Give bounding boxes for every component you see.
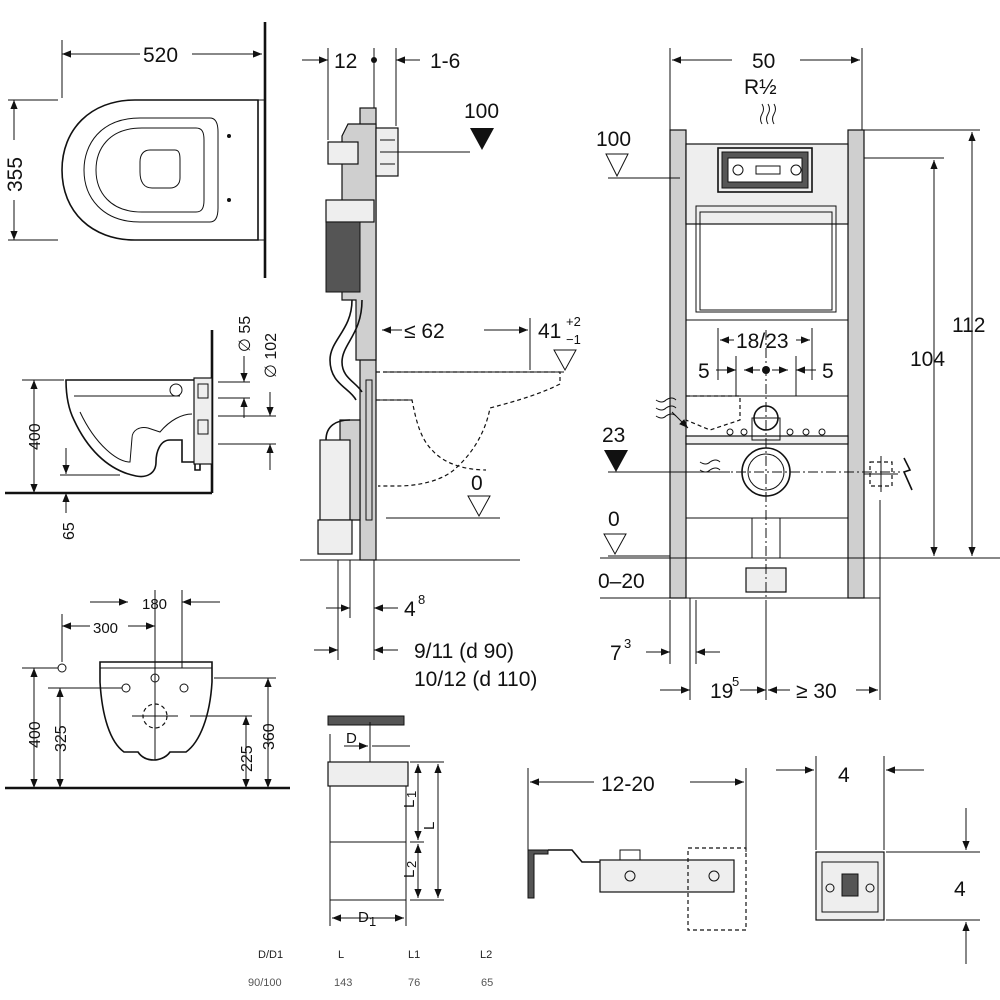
front-supply: R½: [744, 76, 777, 99]
side-dim-4-8-sup: 8: [418, 592, 425, 607]
bowl-dim-325: 325: [53, 725, 70, 752]
table-value-L1: 76: [408, 977, 420, 989]
front-dim-5-right: 5: [822, 360, 834, 383]
diameter-102: ∅ 102: [263, 333, 280, 378]
pipe-detail: D D 1 L 1 L 2 L: [327, 715, 444, 929]
bowl-height-dim: 400: [27, 423, 44, 450]
front-dim-104: 104: [910, 348, 945, 371]
clip-dim-4-top: 4: [838, 764, 850, 787]
bracket-dim-12-20: 12-20: [601, 773, 655, 796]
pipe-label-D1: D: [358, 909, 369, 926]
bowl-dim-400: 400: [27, 721, 44, 748]
table-header-L2: L2: [480, 949, 492, 961]
table-value-L2: 65: [481, 977, 493, 989]
front-dim-30: ≥ 30: [796, 680, 837, 703]
side-dim-9-11: 9/11 (d 90): [414, 640, 514, 663]
top-width-dim: 520: [143, 44, 178, 67]
front-level-100: 100: [596, 128, 631, 151]
clip-detail: 4 4: [776, 756, 980, 964]
side-dim-41: 41: [538, 320, 561, 343]
side-level-100: 100: [464, 100, 499, 123]
bowl-dim-225: 225: [239, 745, 256, 772]
pipe-label-L2: L: [401, 870, 418, 878]
front-dim-19-5-sup: 5: [732, 674, 739, 689]
pipe-dimensions-table: D/D1 L L1 L2 90/100 143 76 65: [248, 949, 493, 989]
frame-front-view: 50 R½: [596, 48, 1000, 703]
front-dim-5-left: 5: [698, 360, 710, 383]
table-value-D-D1: 90/100: [248, 977, 282, 989]
side-level-0: 0: [471, 472, 483, 495]
side-dim-41-sub: −1: [566, 332, 581, 347]
front-level-0: 0: [608, 508, 620, 531]
side-dim-4-8: 4: [404, 598, 416, 621]
side-dim-41-sup: +2: [566, 314, 581, 329]
pipe-label-D: D: [346, 730, 357, 747]
front-dim-7-3-sup: 3: [624, 636, 631, 651]
frame-side-view: 12 1-6 100 ≤ 62 41 +2 −1: [300, 48, 581, 691]
bowl-dim-180: 180: [142, 596, 167, 613]
table-header-L1: L1: [408, 949, 420, 961]
pipe-label-D1-sub: 1: [369, 914, 376, 929]
bracket-detail: 12-20: [527, 768, 747, 931]
table-header-D-D1: D/D1: [258, 949, 283, 961]
bowl-dim-360: 360: [261, 723, 278, 750]
top-view: 520 355: [4, 22, 267, 278]
front-dim-19-5: 19: [710, 680, 733, 703]
side-dim-10-12: 10/12 (d 110): [414, 668, 537, 691]
bowl-floor-dim: 65: [61, 522, 78, 540]
front-dim-50: 50: [752, 50, 775, 73]
front-dim-112: 112: [952, 314, 985, 337]
pipe-label-L: L: [421, 822, 438, 830]
diameter-55: ∅ 55: [237, 316, 254, 352]
front-view-bowl: 180 300 400 325 225 360: [5, 590, 290, 790]
clip-dim-4-side: 4: [954, 878, 966, 901]
front-dim-7-3: 7: [610, 642, 622, 665]
side-dim-62: ≤ 62: [404, 320, 445, 343]
side-view-bowl: 400 65 ∅ 55 ∅ 102: [5, 316, 280, 540]
table-value-L: 143: [334, 977, 352, 989]
side-dim-12: 12: [334, 50, 357, 73]
pipe-label-L1-sub: 1: [404, 791, 419, 798]
bowl-dim-300: 300: [93, 620, 118, 637]
pipe-label-L2-sub: 2: [404, 861, 419, 868]
top-depth-dim: 355: [4, 157, 27, 192]
table-header-L: L: [338, 949, 344, 961]
side-dim-1-6: 1-6: [430, 50, 460, 73]
pipe-label-L1: L: [401, 800, 418, 808]
front-level-23: 23: [602, 424, 625, 447]
front-dim-18-23: 18/23: [736, 330, 789, 353]
front-dim-0-20: 0–20: [598, 570, 645, 593]
